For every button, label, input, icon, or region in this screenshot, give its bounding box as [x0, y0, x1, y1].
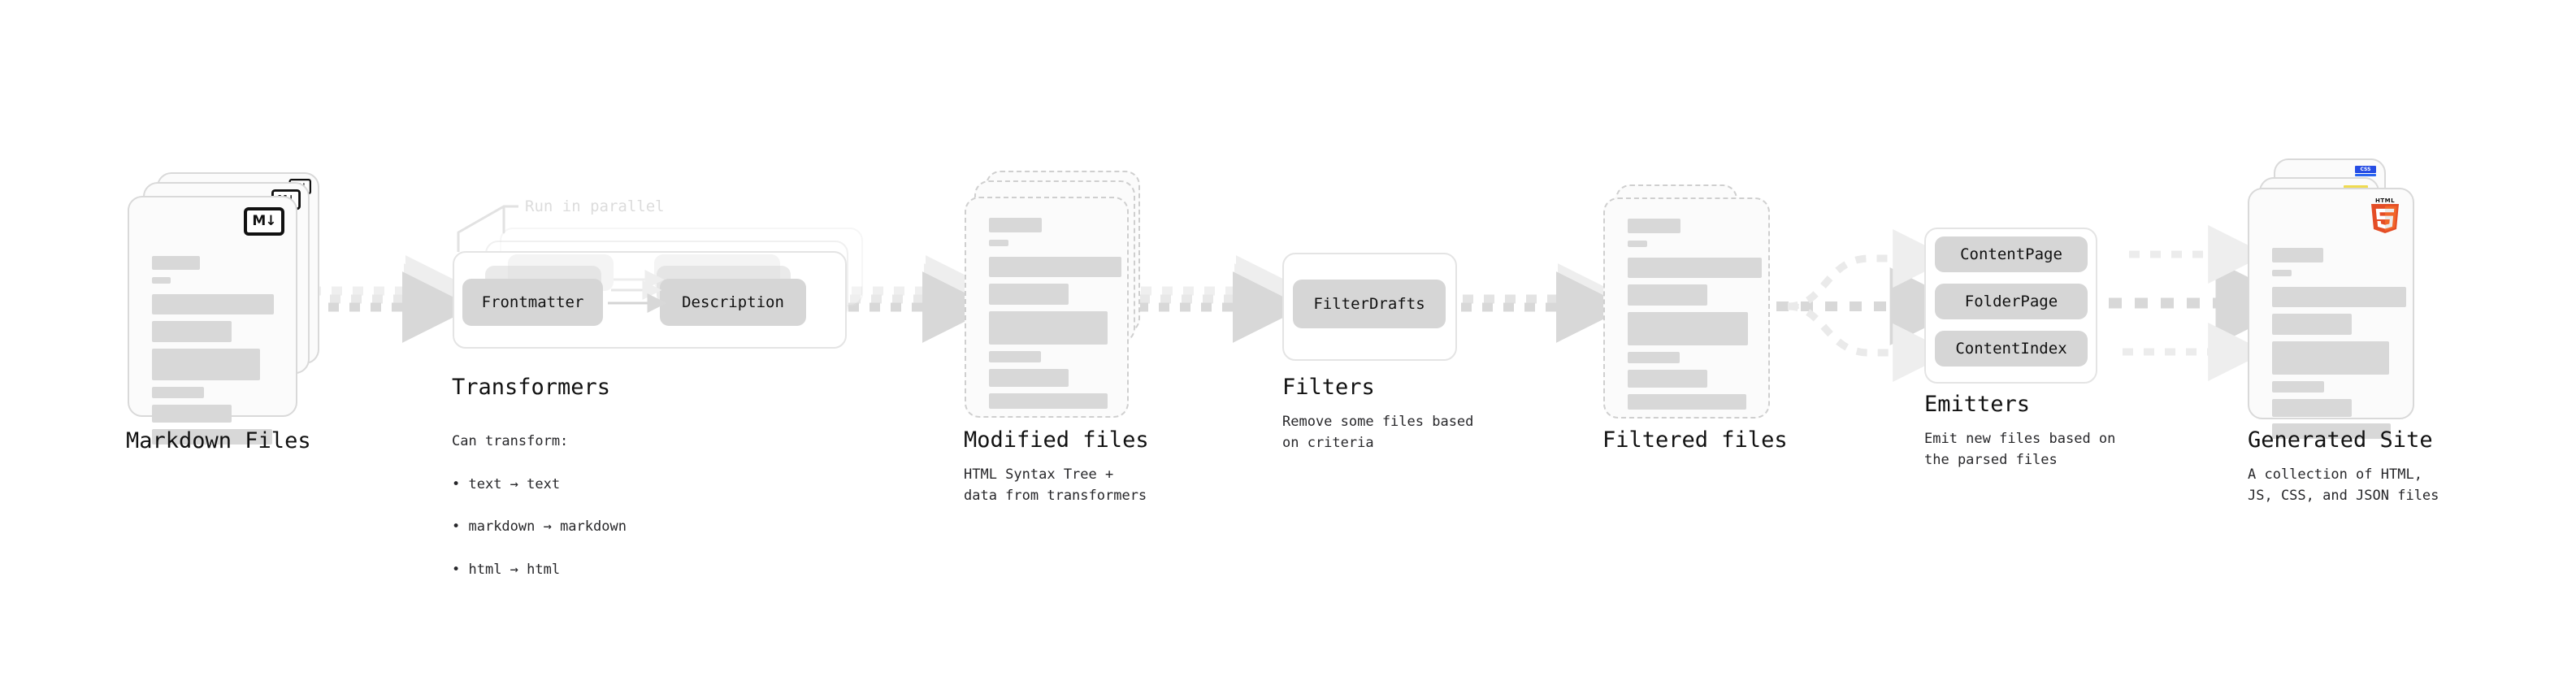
- emitter-pill-contentpage[interactable]: ContentPage: [1935, 236, 2088, 272]
- page-title-modified-files: Modified files: [964, 427, 1149, 453]
- transformer-pill-frontmatter[interactable]: Frontmatter: [462, 279, 603, 326]
- connector-emitters-to-site: [2109, 225, 2301, 381]
- filtered-card-front: [1603, 197, 1770, 419]
- css3-icon: CSS: [2355, 166, 2376, 179]
- transformer-pill-description[interactable]: Description: [660, 279, 806, 326]
- transformers-caption: Transformers Can transform: • text → tex…: [452, 375, 627, 602]
- page-title-filters: Filters: [1282, 375, 1375, 400]
- page-title-filtered-files: Filtered files: [1602, 427, 1788, 453]
- filters-caption: Filters Remove some files based on crite…: [1282, 375, 1473, 453]
- emitter-pill-folderpage-label: FolderPage: [1964, 293, 2058, 310]
- html5-icon: HTML: [2369, 197, 2401, 235]
- markdown-files-caption: Markdown Files: [126, 429, 311, 453]
- filtered-files-caption: Filtered files: [1602, 428, 1788, 453]
- card-content-bars: [2272, 248, 2406, 446]
- page-title-generated-site: Generated Site: [2248, 427, 2433, 453]
- filter-pill-filterdrafts-label: FilterDrafts: [1313, 295, 1425, 313]
- html5-icon-wordmark: HTML: [2374, 197, 2396, 204]
- modified-files-caption: Modified files HTML Syntax Tree + data f…: [964, 428, 1149, 506]
- card-content-bars: [989, 218, 1121, 416]
- emitters-subtitle: Emit new files based on the parsed files: [1924, 430, 2116, 469]
- markdown-card-front: M↓: [128, 196, 297, 445]
- connector-filters-to-filtered: [1461, 263, 1629, 343]
- page-title-emitters: Emitters: [1924, 392, 2031, 417]
- connector-filtered-to-emitters: [1776, 229, 1968, 382]
- site-card-front: HTML: [2248, 188, 2414, 439]
- transformers-list-item-2: • html → html: [452, 562, 561, 579]
- connector-markdown-to-transformers: [307, 255, 477, 343]
- run-in-parallel-label: Run in parallel: [525, 197, 665, 215]
- emitters-caption: Emitters Emit new files based on the par…: [1924, 393, 2115, 471]
- card-content-bars: [1628, 219, 1762, 417]
- modified-card-front: [965, 197, 1129, 418]
- modified-files-subtitle: HTML Syntax Tree + data from transformer…: [964, 466, 1147, 505]
- transformers-list-item-0: • text → text: [452, 475, 561, 492]
- page-title-markdown-files: Markdown Files: [126, 428, 311, 453]
- filter-pill-filterdrafts[interactable]: FilterDrafts: [1293, 280, 1446, 328]
- generated-site-subtitle: A collection of HTML, JS, CSS, and JSON …: [2248, 466, 2439, 505]
- transformers-subtitle: Can transform: • text → text • markdown …: [452, 410, 627, 602]
- emitter-pill-contentindex-label: ContentIndex: [1955, 340, 2067, 358]
- transformer-pill-description-label: Description: [682, 293, 784, 311]
- transformer-pill-frontmatter-label: Frontmatter: [481, 293, 584, 311]
- connector-modified-to-filters: [1138, 255, 1308, 343]
- filters-subtitle: Remove some files based on criteria: [1282, 413, 1474, 452]
- emitter-pill-folderpage[interactable]: FolderPage: [1935, 284, 2088, 319]
- emitter-pill-contentpage-label: ContentPage: [1960, 245, 2062, 263]
- card-content-bars: [152, 256, 275, 452]
- page-title-transformers: Transformers: [452, 375, 611, 400]
- transformers-subtitle-intro: Can transform:: [452, 433, 569, 450]
- emitter-pill-contentindex[interactable]: ContentIndex: [1935, 331, 2088, 367]
- html5-shield-glyph: [2371, 204, 2399, 233]
- css3-icon-label: CSS: [2355, 166, 2376, 173]
- markdown-icon: M↓: [244, 207, 284, 236]
- generated-site-caption: Generated Site A collection of HTML, JS,…: [2248, 428, 2439, 506]
- transformers-list-item-1: • markdown → markdown: [452, 518, 627, 536]
